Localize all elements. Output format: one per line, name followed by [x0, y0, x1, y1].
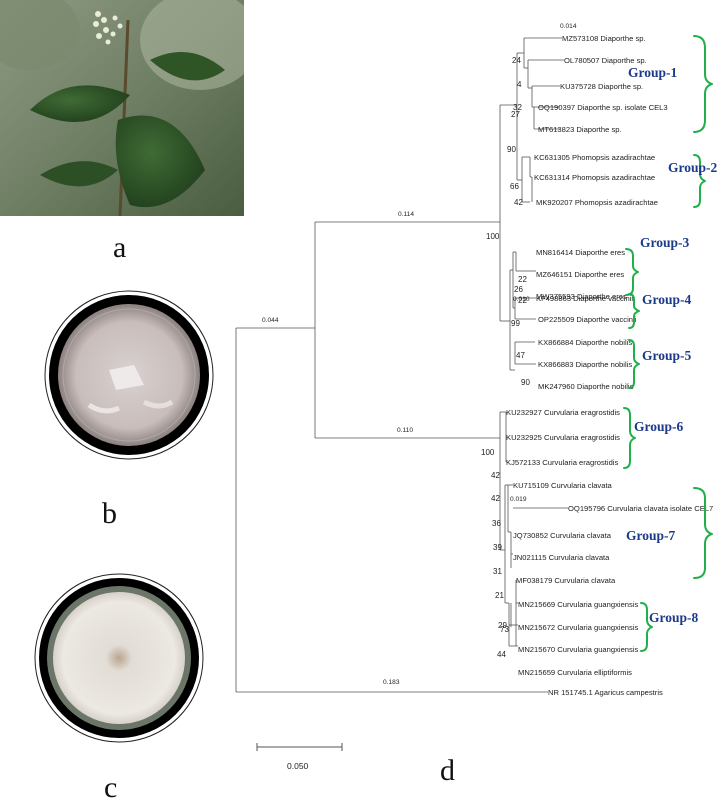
plant-photo [0, 0, 244, 216]
leaf-label: KJ572133 Curvularia eragrostidis [506, 458, 618, 467]
bootstrap-value: 44 [497, 650, 506, 659]
panel-label-b: b [102, 497, 117, 530]
bootstrap-values: 24 4 32 27 90 66 42 100 22 22 26 99 47 9… [481, 56, 530, 659]
leaf-tips [509, 270, 568, 647]
leaf-label: MF038179 Curvularia clavata [516, 576, 616, 585]
bootstrap-value: 22 [518, 275, 527, 284]
leaf-label: JQ730852 Curvularia clavata [513, 531, 612, 540]
bootstrap-value: 29 [498, 621, 507, 630]
bootstrap-value: 90 [507, 145, 516, 154]
leaf-label: KF498863 Diaporthe vaccinii [536, 294, 633, 303]
leaf-label: MN215670 Curvularia guangxiensis [518, 645, 639, 654]
leaf-label: KC631314 Phomopsis azadirachtae [534, 173, 655, 182]
bootstrap-value: 66 [510, 182, 519, 191]
leaf-label: OP225509 Diaporthe vaccinii [538, 315, 637, 324]
branch-length: 0.183 [383, 679, 400, 686]
bootstrap-value: 24 [512, 56, 521, 65]
group-label: Group-3 [640, 235, 690, 250]
branch-length-labels: 0.014 0.114 0.044 0.110 0.010 0.019 0.18… [262, 23, 577, 686]
scale-bar: 0.050 [256, 743, 343, 771]
bootstrap-value: 42 [514, 198, 523, 207]
leaf-label: KU715109 Curvularia clavata [513, 481, 613, 490]
leaf-label: MZ646151 Diaporthe eres [536, 270, 624, 279]
group-label: Group-1 [628, 65, 678, 80]
bootstrap-value: 90 [521, 378, 530, 387]
bootstrap-value: 100 [481, 448, 495, 457]
leaf-label: KX866883 Diaporthe nobilis [538, 360, 632, 369]
leaf-label: KU232925 Curvularia eragrostidis [506, 433, 620, 442]
leaf-label: OL780507 Diaporthe sp. [564, 56, 647, 65]
branch-length: 0.044 [262, 317, 279, 324]
group-braces [623, 35, 713, 652]
bootstrap-value: 36 [492, 519, 501, 528]
leaf-label: KX866884 Diaporthe nobilis [538, 338, 632, 347]
scale-bar-label: 0.050 [287, 761, 309, 771]
branch-length: 0.010 [513, 296, 530, 303]
bootstrap-value: 73 [500, 625, 509, 634]
bootstrap-value: 4 [517, 80, 522, 89]
leaf-label: MW375593 Diaporthe eres [536, 292, 627, 301]
group-labels: Group-1 Group-2 Group-3 Group-4 Group-5 … [626, 65, 718, 625]
leaf-label: KU232927 Curvularia eragrostidis [506, 408, 620, 417]
group-label: Group-6 [634, 419, 684, 434]
leaf-label: MT613823 Diaporthe sp. [538, 125, 622, 134]
group-label: Group-8 [649, 610, 699, 625]
culture-plate-c [34, 573, 204, 743]
bootstrap-value: 31 [493, 567, 502, 576]
bootstrap-value: 32 [513, 103, 522, 112]
leaf-label: NR 151745.1 Agaricus campestris [548, 688, 663, 697]
leaf-label: MN816414 Diaporthe eres [536, 248, 625, 257]
branch-length: 0.114 [398, 211, 414, 218]
bootstrap-value: 100 [486, 232, 500, 241]
group-label: Group-5 [642, 348, 692, 363]
culture-plate-b [44, 290, 214, 460]
group-label: Group-4 [642, 292, 692, 307]
panel-label-a: a [113, 231, 127, 264]
leaf-labels: MZ573108 Diaporthe sp. OL780507 Diaporth… [506, 34, 713, 697]
bootstrap-value: 27 [511, 110, 520, 119]
group-label: Group-7 [626, 528, 676, 543]
bootstrap-value: 22 [518, 296, 527, 305]
group-label: Group-2 [668, 160, 718, 175]
leaf-label: KC631305 Phomopsis azadirachtae [534, 153, 655, 162]
leaf-label: MN215659 Curvularia elliptiformis [518, 668, 632, 677]
branch-length: 0.019 [510, 496, 527, 503]
bootstrap-value: 99 [511, 319, 520, 328]
leaf-label: MK920207 Phomopsis azadirachtae [536, 198, 658, 207]
bootstrap-value: 39 [493, 543, 502, 552]
tree-branches [235, 37, 564, 693]
branch-length: 0.110 [397, 427, 413, 434]
leaf-label: OQ190397 Diaporthe sp. isolate CEL3 [538, 103, 668, 112]
bootstrap-value: 42 [491, 494, 500, 503]
branch-length: 0.014 [560, 23, 577, 30]
leaf-label: MK247960 Diaporthe nobilis [538, 382, 634, 391]
panel-label-d: d [440, 754, 455, 787]
leaf-label: MZ573108 Diaporthe sp. [562, 34, 646, 43]
bootstrap-value: 26 [514, 285, 523, 294]
bootstrap-value: 21 [495, 591, 504, 600]
leaf-label: JN021115 Curvularia clavata [513, 553, 610, 562]
bootstrap-value: 47 [516, 351, 525, 360]
leaf-label: MN215672 Curvularia guangxiensis [518, 623, 639, 632]
leaf-label: OQ195796 Curvularia clavata isolate CEL7 [568, 504, 713, 513]
bootstrap-value: 42 [491, 471, 500, 480]
panel-label-c: c [104, 771, 118, 804]
leaf-label: KU375728 Diaporthe sp. [560, 82, 643, 91]
leaf-label: MN215669 Curvularia guangxiensis [518, 600, 639, 609]
